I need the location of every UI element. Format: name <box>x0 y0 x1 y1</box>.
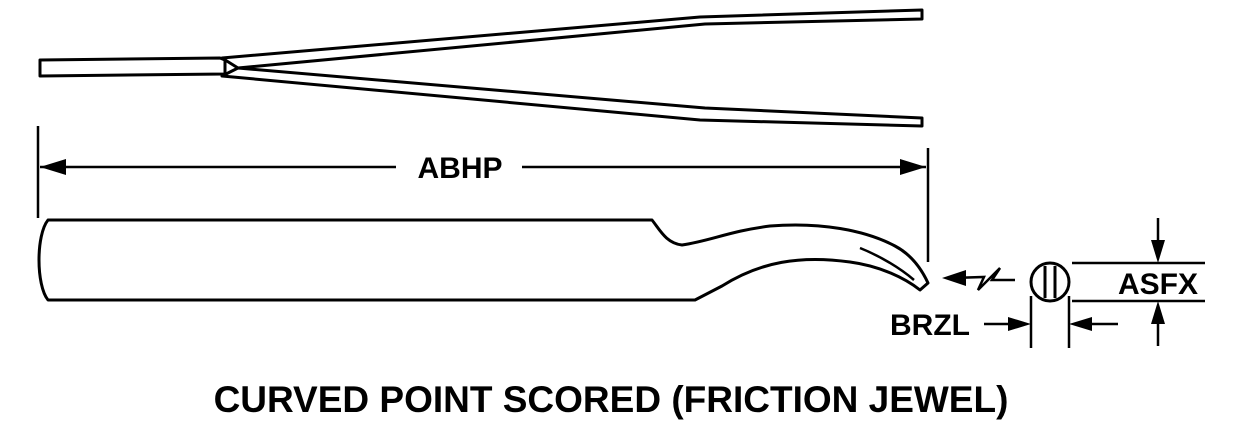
callout-leader <box>951 267 1015 291</box>
top-view-lower-blade <box>220 66 924 128</box>
height-arrow-bottom <box>1151 301 1165 324</box>
width-label: BRZL <box>890 309 970 342</box>
height-label: ASFX <box>1118 268 1198 301</box>
height-arrow-top <box>1151 240 1165 263</box>
top-view-handle <box>38 56 227 78</box>
side-view-body <box>37 218 930 302</box>
top-view-upper-blade <box>220 8 924 70</box>
width-arrow-right <box>1069 317 1092 331</box>
height-dimension: ASFX <box>1072 218 1205 346</box>
side-view-score-line <box>859 246 915 281</box>
width-dimension: BRZL <box>890 296 1118 348</box>
length-arrow-left <box>40 159 66 175</box>
tweezer-side-view <box>37 218 930 302</box>
length-dimension: ABHP <box>36 126 930 262</box>
length-arrow-right <box>900 159 926 175</box>
jewel-circle <box>1029 261 1071 303</box>
callout-arrow-head <box>942 270 966 286</box>
width-arrow-left <box>1008 317 1031 331</box>
jewel-end-view <box>1029 261 1071 303</box>
tweezer-top-view <box>38 8 924 128</box>
diagram-title: CURVED POINT SCORED (FRICTION JEWEL) <box>214 379 1009 420</box>
jewel-callout <box>942 267 1015 291</box>
length-label: ABHP <box>417 152 502 185</box>
